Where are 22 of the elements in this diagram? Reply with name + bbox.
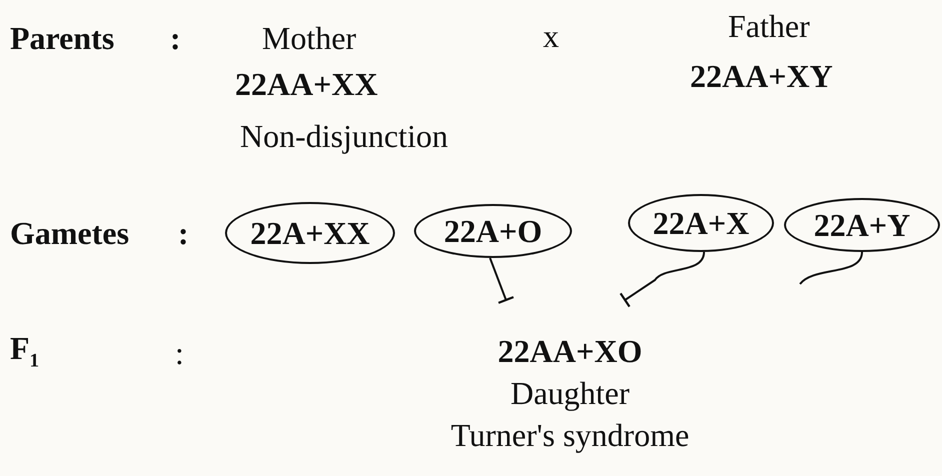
connector xyxy=(619,252,705,308)
text-label: Parents xyxy=(10,20,114,56)
text-label: Gametes xyxy=(10,215,130,251)
phenotype-label: Daughter xyxy=(510,374,630,413)
text-label: : xyxy=(175,335,184,371)
phenotype-label: Turner's syndrome xyxy=(450,416,690,455)
text-label: x xyxy=(543,18,559,54)
gamete-ellipse: 22A+O xyxy=(414,204,572,258)
text-label: Non-disjunction xyxy=(240,118,448,154)
gamete-ellipse: 22A+XX xyxy=(225,202,395,264)
text-label: Mother xyxy=(262,20,356,56)
gamete-ellipse: 22A+Y xyxy=(784,198,940,252)
genotype-label: 22AA+XO xyxy=(498,332,642,371)
connector xyxy=(799,252,863,285)
text-label: Father xyxy=(728,8,810,44)
connector xyxy=(489,258,515,304)
text-label: : xyxy=(178,215,189,251)
text-label: 22AA+XY xyxy=(690,58,833,94)
text-label: : xyxy=(170,20,181,56)
text-label: 22AA+XX xyxy=(235,66,378,102)
gamete-ellipse: 22A+X xyxy=(628,194,774,252)
text-label: F$_{1}$ xyxy=(10,330,40,374)
